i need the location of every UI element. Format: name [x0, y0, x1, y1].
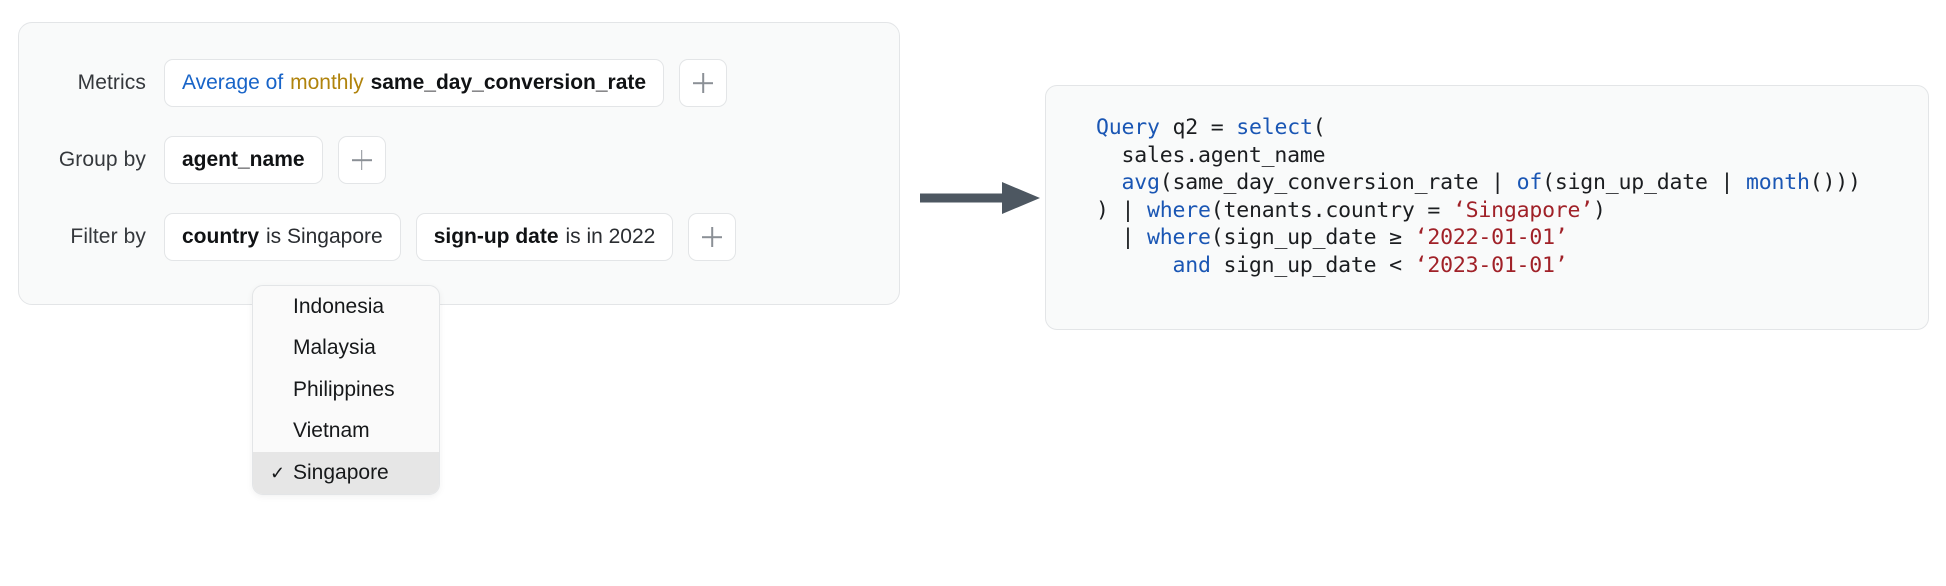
code-line: and sign_up_date < ‘2023-01-01’ — [1096, 252, 1861, 280]
filter-signup-field: sign-up date — [433, 225, 559, 248]
generated-query-panel: Query q2 = select( sales.agent_name avg(… — [1045, 85, 1929, 330]
code-string: ‘Singapore’ — [1452, 197, 1594, 223]
check-icon: ✓ — [270, 462, 286, 483]
code-text: (same_day_conversion_rate | — [1159, 170, 1517, 195]
code-keyword: where — [1146, 225, 1211, 250]
dropdown-item-label: Philippines — [293, 377, 395, 401]
dropdown-item-malaysia[interactable]: Malaysia — [253, 328, 439, 370]
code-line: Query q2 = select( — [1096, 114, 1861, 142]
code-keyword: and — [1172, 252, 1211, 278]
code-string: ‘2022-01-01’ — [1414, 225, 1568, 250]
code-text: sales.agent_name — [1096, 142, 1326, 168]
code-keyword: of — [1516, 170, 1543, 195]
dropdown-item-vietnam[interactable]: Vietnam — [253, 411, 439, 453]
code-text — [1096, 170, 1122, 195]
builder-row-groupby: Group by agent_name — [19, 136, 386, 184]
code-text: sign_up_date < — [1210, 252, 1415, 278]
dropdown-item-philippines[interactable]: Philippines — [253, 369, 439, 411]
code-keyword: Query — [1096, 115, 1160, 140]
row-label-filterby: Filter by — [70, 225, 146, 248]
code-text: ) — [1593, 197, 1606, 223]
add-filter-button[interactable] — [688, 213, 737, 261]
code-keyword: select — [1236, 115, 1313, 140]
code-line: ) | where(tenants.country = ‘Singapore’) — [1096, 197, 1861, 225]
code-text: ( — [1312, 115, 1326, 140]
code-keyword: month — [1745, 170, 1810, 195]
code-text: = — [1210, 115, 1237, 140]
query-builder-panel: Metrics Average of monthly same_day_conver… — [18, 22, 900, 305]
row-label-groupby: Group by — [58, 148, 146, 171]
generated-query-code: Query q2 = select( sales.agent_name avg(… — [1096, 114, 1861, 279]
groupby-chip-agent-name[interactable]: agent_name — [164, 136, 323, 184]
code-line: avg(same_day_conversion_rate | of(sign_u… — [1096, 169, 1861, 197]
metric-token-field: same_day_conversion_rate — [370, 71, 647, 94]
code-line: | where(sign_up_date ≥ ‘2022-01-01’ — [1096, 224, 1861, 252]
filter-chip-signup-date[interactable]: sign-up date is in 2022 — [415, 213, 674, 261]
code-text: | — [1096, 225, 1147, 250]
dropdown-item-label: Malaysia — [293, 336, 376, 360]
code-keyword: avg — [1121, 170, 1160, 195]
code-text — [1096, 253, 1172, 278]
metric-token-aggregate: Average of — [182, 71, 284, 94]
dropdown-item-label: Singapore — [293, 460, 389, 484]
dropdown-item-label: Indonesia — [293, 294, 385, 318]
code-text: q2 — [1159, 115, 1211, 140]
flow-arrow-icon — [920, 182, 1040, 214]
dropdown-item-label: Vietnam — [293, 419, 370, 443]
filter-country-predicate: is Singapore — [265, 225, 383, 248]
row-label-metrics: Metrics — [77, 71, 146, 94]
dropdown-item-singapore[interactable]: ✓ Singapore — [253, 452, 439, 494]
add-metric-button[interactable] — [679, 59, 728, 107]
groupby-token-field: agent_name — [182, 148, 305, 171]
builder-row-metrics: Metrics Average of monthly same_day_conver… — [19, 59, 728, 107]
code-keyword: where — [1146, 197, 1211, 223]
filter-signup-predicate: is in 2022 — [565, 225, 656, 248]
dropdown-item-indonesia[interactable]: Indonesia — [253, 286, 439, 328]
filter-country-field: country — [182, 225, 260, 248]
code-string: ‘2023-01-01’ — [1414, 252, 1568, 278]
code-text: (sign_up_date | — [1542, 170, 1746, 195]
code-text: (sign_up_date ≥ — [1210, 225, 1415, 250]
code-text: (tenants.country = — [1210, 197, 1453, 223]
code-text: ())) — [1809, 170, 1861, 195]
add-groupby-button[interactable] — [337, 136, 386, 184]
metric-token-grain: monthly — [290, 71, 364, 94]
code-text: ) | — [1096, 197, 1147, 223]
code-line: sales.agent_name — [1096, 142, 1861, 170]
metric-chip-average-monthly[interactable]: Average of monthly same_day_conversion_rat… — [164, 59, 665, 107]
